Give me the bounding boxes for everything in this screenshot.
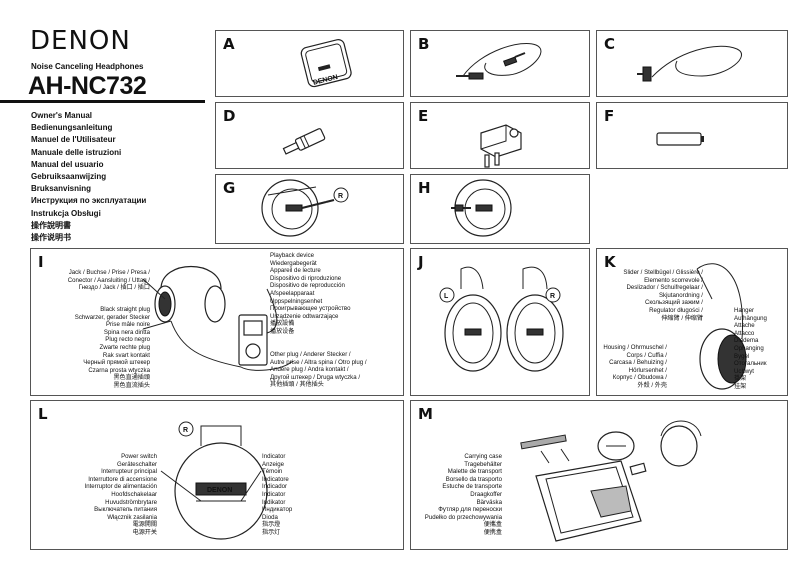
manual-title: 操作說明書 <box>31 220 71 230</box>
panel-e: E <box>410 102 590 169</box>
panel-label: K <box>604 253 616 271</box>
earcup-controls-illustration: R DENON <box>160 421 268 540</box>
panel-h: H <box>410 174 590 244</box>
cable-remove-illustration <box>451 179 512 237</box>
device-logo: DENON <box>207 487 232 494</box>
airline-adapter-illustration <box>480 124 522 168</box>
manual-title: Manual del usuario <box>31 159 104 169</box>
panel-label: H <box>418 179 431 197</box>
straight-cable-illustration <box>456 43 542 80</box>
fold-headphones-illustration: L R <box>439 266 564 372</box>
manual-title: Owner's Manual <box>31 111 93 120</box>
title-divider <box>0 100 205 103</box>
manual-title: Gebruiksaanwijzing <box>31 171 107 181</box>
panel-label: B <box>418 35 430 53</box>
panel-c: C <box>596 30 788 97</box>
panel-label: F <box>604 107 615 125</box>
panel-label: E <box>418 107 429 125</box>
left-side-marker: L <box>444 293 449 300</box>
panel-label: A <box>223 35 235 53</box>
panel-label: L <box>38 405 48 423</box>
product-subtitle: Noise Canceling Headphones <box>31 62 144 71</box>
panel-m: M Carrying case Tragebehälter Malette de… <box>410 400 788 550</box>
plug-adapter-illustration <box>282 128 326 155</box>
model-name: AH-NC732 <box>28 72 147 100</box>
manual-title: Bruksanvisning <box>31 184 92 194</box>
manual-language-list: Owner's Manual Bedienungsanleitung Manue… <box>31 110 146 244</box>
manual-title: 操作说明书 <box>31 232 71 242</box>
panel-g: G R <box>215 174 404 244</box>
headband-parts-illustration <box>696 263 747 390</box>
case-storage-illustration <box>520 420 702 542</box>
angled-cable-illustration <box>637 45 742 82</box>
right-side-marker: R <box>550 293 555 300</box>
carrying-case-illustration: DENON <box>300 39 352 88</box>
manual-title: Manuel de l'Utilisateur <box>31 135 116 145</box>
other-plug-label: Other plug / Anderer Stecker / Autre pri… <box>270 351 367 389</box>
panel-j: J L R <box>410 248 590 396</box>
carrying-case-label: Carrying case Tragebehälter Malette de t… <box>424 453 502 536</box>
manual-title: Manuale delle istruzioni <box>31 147 122 157</box>
panel-label: M <box>418 405 433 423</box>
panel-label: G <box>223 179 236 197</box>
right-side-marker: R <box>183 427 188 434</box>
panel-label: J <box>418 253 424 271</box>
indicator-label: Indicator Anzeige Témoin Indicatore Indi… <box>262 453 293 536</box>
panel-k: K Slider / Stellbügel / Glissière / Elem… <box>596 248 788 396</box>
cable-insert-illustration <box>261 179 349 237</box>
housing-label: Housing / Ohrmuschel / Corps / Cuffia / … <box>603 344 667 389</box>
manual-title: Инструкция по эксплуатации <box>31 196 147 206</box>
slider-label: Slider / Stellbügel / Glissière / Elemen… <box>623 269 703 322</box>
panel-label: I <box>38 253 44 271</box>
connection-illustration <box>142 266 294 371</box>
panel-b: B <box>410 30 590 97</box>
right-side-marker: R <box>338 193 343 200</box>
jack-label: Jack / Buchse / Prise / Presa / Conector… <box>67 269 150 292</box>
playback-device-label: Playback device Wiedergabegerät Appareil… <box>270 252 351 335</box>
manual-title: Instrukcja Obsługi <box>31 208 101 218</box>
panel-l: L R DENON Power switch Geräteschalter In… <box>30 400 404 550</box>
panel-label: D <box>223 107 236 125</box>
panel-i: I Jack / Buchse / Prise / Presa / Conect… <box>30 248 404 396</box>
battery-illustration <box>656 132 704 146</box>
manual-title: Bedienungsanleitung <box>31 123 113 133</box>
panel-a: A DENON <box>215 30 404 97</box>
panel-label: C <box>604 35 616 53</box>
brand-logo: DENON <box>30 26 131 56</box>
power-switch-label: Power switch Geräteschalter Interrupteur… <box>84 453 158 536</box>
title-column: DENON Noise Canceling Headphones AH-NC73… <box>0 0 212 570</box>
hanger-label: Hanger Aufhängung Attache Attacco Diadem… <box>734 307 767 390</box>
panel-f: F <box>596 102 788 169</box>
panel-d: D <box>215 102 404 169</box>
black-plug-label: Black straight plug Schwarzer, gerader S… <box>74 306 150 389</box>
